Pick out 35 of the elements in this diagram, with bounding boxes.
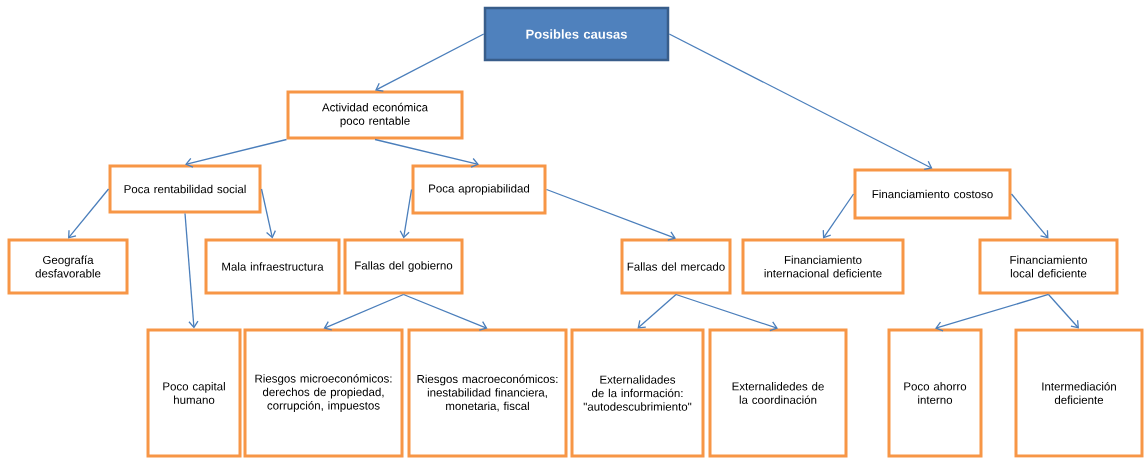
cause-box: Mala infraestructura <box>204 238 341 295</box>
cause-box: Fallas del mercado <box>620 238 732 295</box>
cause-box: Geografía desfavorable <box>7 238 129 295</box>
arrow <box>935 293 1050 332</box>
cause-box: Fallas del gobierno <box>343 238 464 295</box>
cause-box: Poco ahorro interno <box>887 328 983 458</box>
cause-box: Riesgos microeconómicos: derechos de propiedad, corrupción, impuestos <box>243 328 404 458</box>
arrow <box>822 193 855 239</box>
cause-box: Financiamiento local deficiente <box>978 238 1119 295</box>
arrow <box>260 188 276 239</box>
arrow <box>675 293 778 332</box>
arrow <box>402 293 488 331</box>
arrow <box>185 138 288 168</box>
arrow <box>374 138 479 168</box>
cause-box: Riesgos macroeconómicos: inestabilidad financiera, monetaria, fiscal <box>407 328 568 458</box>
cause-box: Financiamiento internacional deficiente <box>741 238 905 295</box>
arrow <box>1047 293 1079 329</box>
arrow <box>184 212 199 329</box>
arrow <box>68 188 110 239</box>
cause-box: Actividad económica poco rentable <box>286 90 464 140</box>
cause-box: Poca rentabilidad social <box>108 164 262 214</box>
cause-box: Poco capital humano <box>146 328 242 458</box>
cause-box: Poca apropiabilidad <box>411 164 547 215</box>
title-box: Posibles causas <box>483 6 670 62</box>
arrow <box>545 188 676 241</box>
cause-box: Intermediación deficiente <box>1014 328 1144 458</box>
arrow <box>637 293 677 329</box>
cause-box: Externalidades de la información: "autodescubrimiento" <box>570 328 705 458</box>
arrow <box>1010 193 1049 239</box>
cause-box: Externalidedes de la coordinación <box>708 328 848 458</box>
cause-box: Financiamiento costoso <box>853 168 1012 220</box>
arrow <box>323 293 405 331</box>
arrow <box>375 33 485 92</box>
arrow <box>668 33 933 170</box>
arrow <box>399 188 413 239</box>
